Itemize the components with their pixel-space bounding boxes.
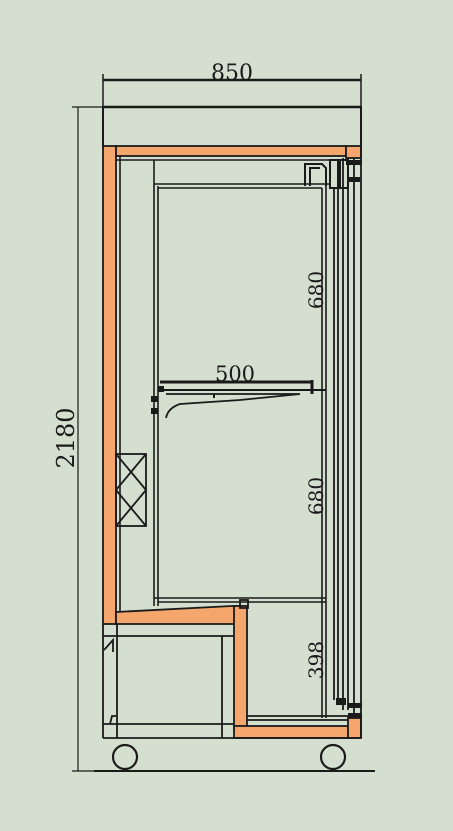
base-height-label: 398 <box>304 641 328 679</box>
shelf <box>160 380 326 419</box>
insulation <box>102 145 362 739</box>
glass-door <box>333 146 362 738</box>
fan-box <box>115 453 147 527</box>
base-compartment <box>102 599 361 739</box>
hinges <box>336 160 362 718</box>
casters <box>111 743 347 771</box>
upper-height-label: 680 <box>304 271 328 309</box>
front-caster-icon <box>111 743 139 771</box>
middle-height-label: 680 <box>304 477 328 515</box>
inner-liner <box>116 156 330 718</box>
height-dimension <box>72 106 375 772</box>
width-label: 850 <box>211 61 253 86</box>
shelf-depth-label: 500 <box>215 362 255 386</box>
shelf-bracket <box>151 386 164 414</box>
rear-caster-icon <box>319 743 347 771</box>
height-label: 2180 <box>52 407 80 468</box>
top-canopy <box>102 106 362 148</box>
